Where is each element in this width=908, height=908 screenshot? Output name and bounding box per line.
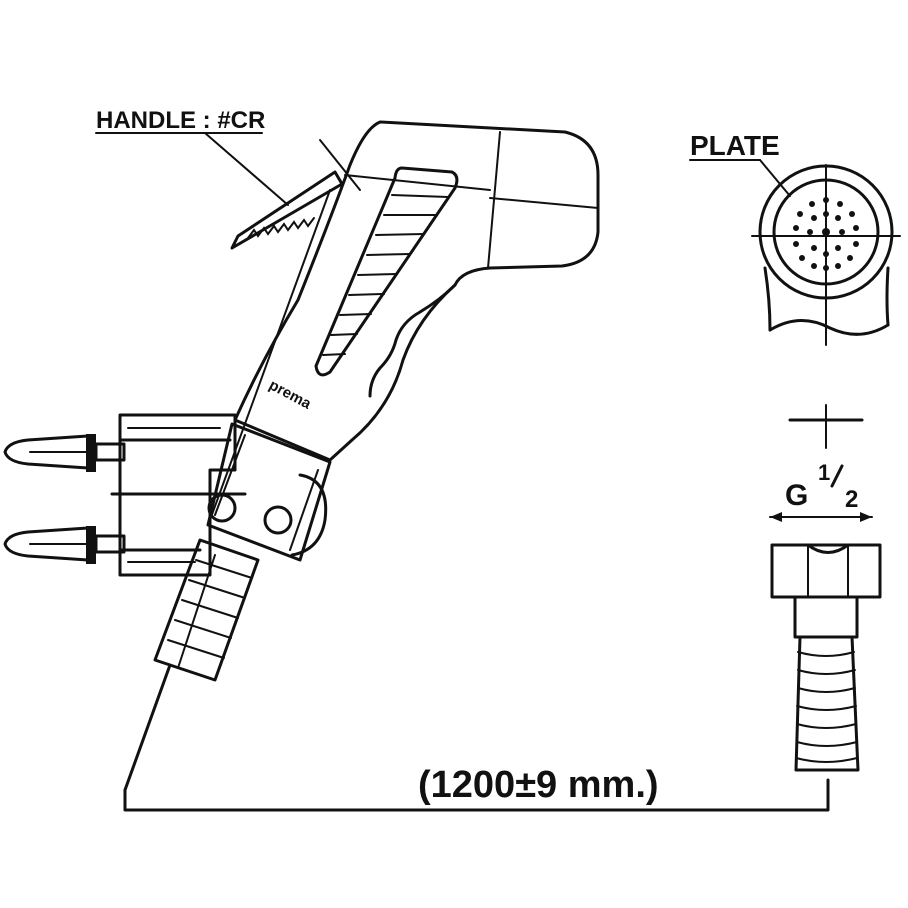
- trigger-handle: [230, 139, 361, 250]
- svg-text:G: G: [785, 479, 808, 512]
- hose-nut-fitting: [770, 543, 882, 639]
- hose-length-dimension: [123, 778, 830, 812]
- thread-dimension-line: [769, 512, 873, 522]
- hose-top-section: [123, 538, 260, 792]
- plate-leader: [689, 159, 791, 197]
- hose-length-label: (1200±9 mm.): [418, 764, 659, 806]
- thread-size-label: G 1 2: [785, 460, 858, 513]
- brand-logo: prema: [266, 377, 314, 413]
- grip-ribs: [322, 194, 449, 356]
- wall-anchor-bottom: [3, 526, 126, 564]
- handle-label: HANDLE : #CR: [96, 107, 265, 134]
- wall-bracket: [110, 413, 332, 577]
- thread-section-mark: [788, 404, 864, 449]
- svg-text:1: 1: [818, 460, 830, 485]
- wall-anchor-top: [3, 434, 126, 472]
- plate-label: PLATE: [690, 130, 780, 161]
- svg-text:2: 2: [845, 486, 858, 513]
- handle-leader: [95, 132, 289, 206]
- spray-plate-detail: [751, 164, 901, 346]
- hose-end-section: [794, 635, 860, 772]
- spray-gun-body: prema: [209, 120, 600, 521]
- spray-holes: [793, 197, 859, 271]
